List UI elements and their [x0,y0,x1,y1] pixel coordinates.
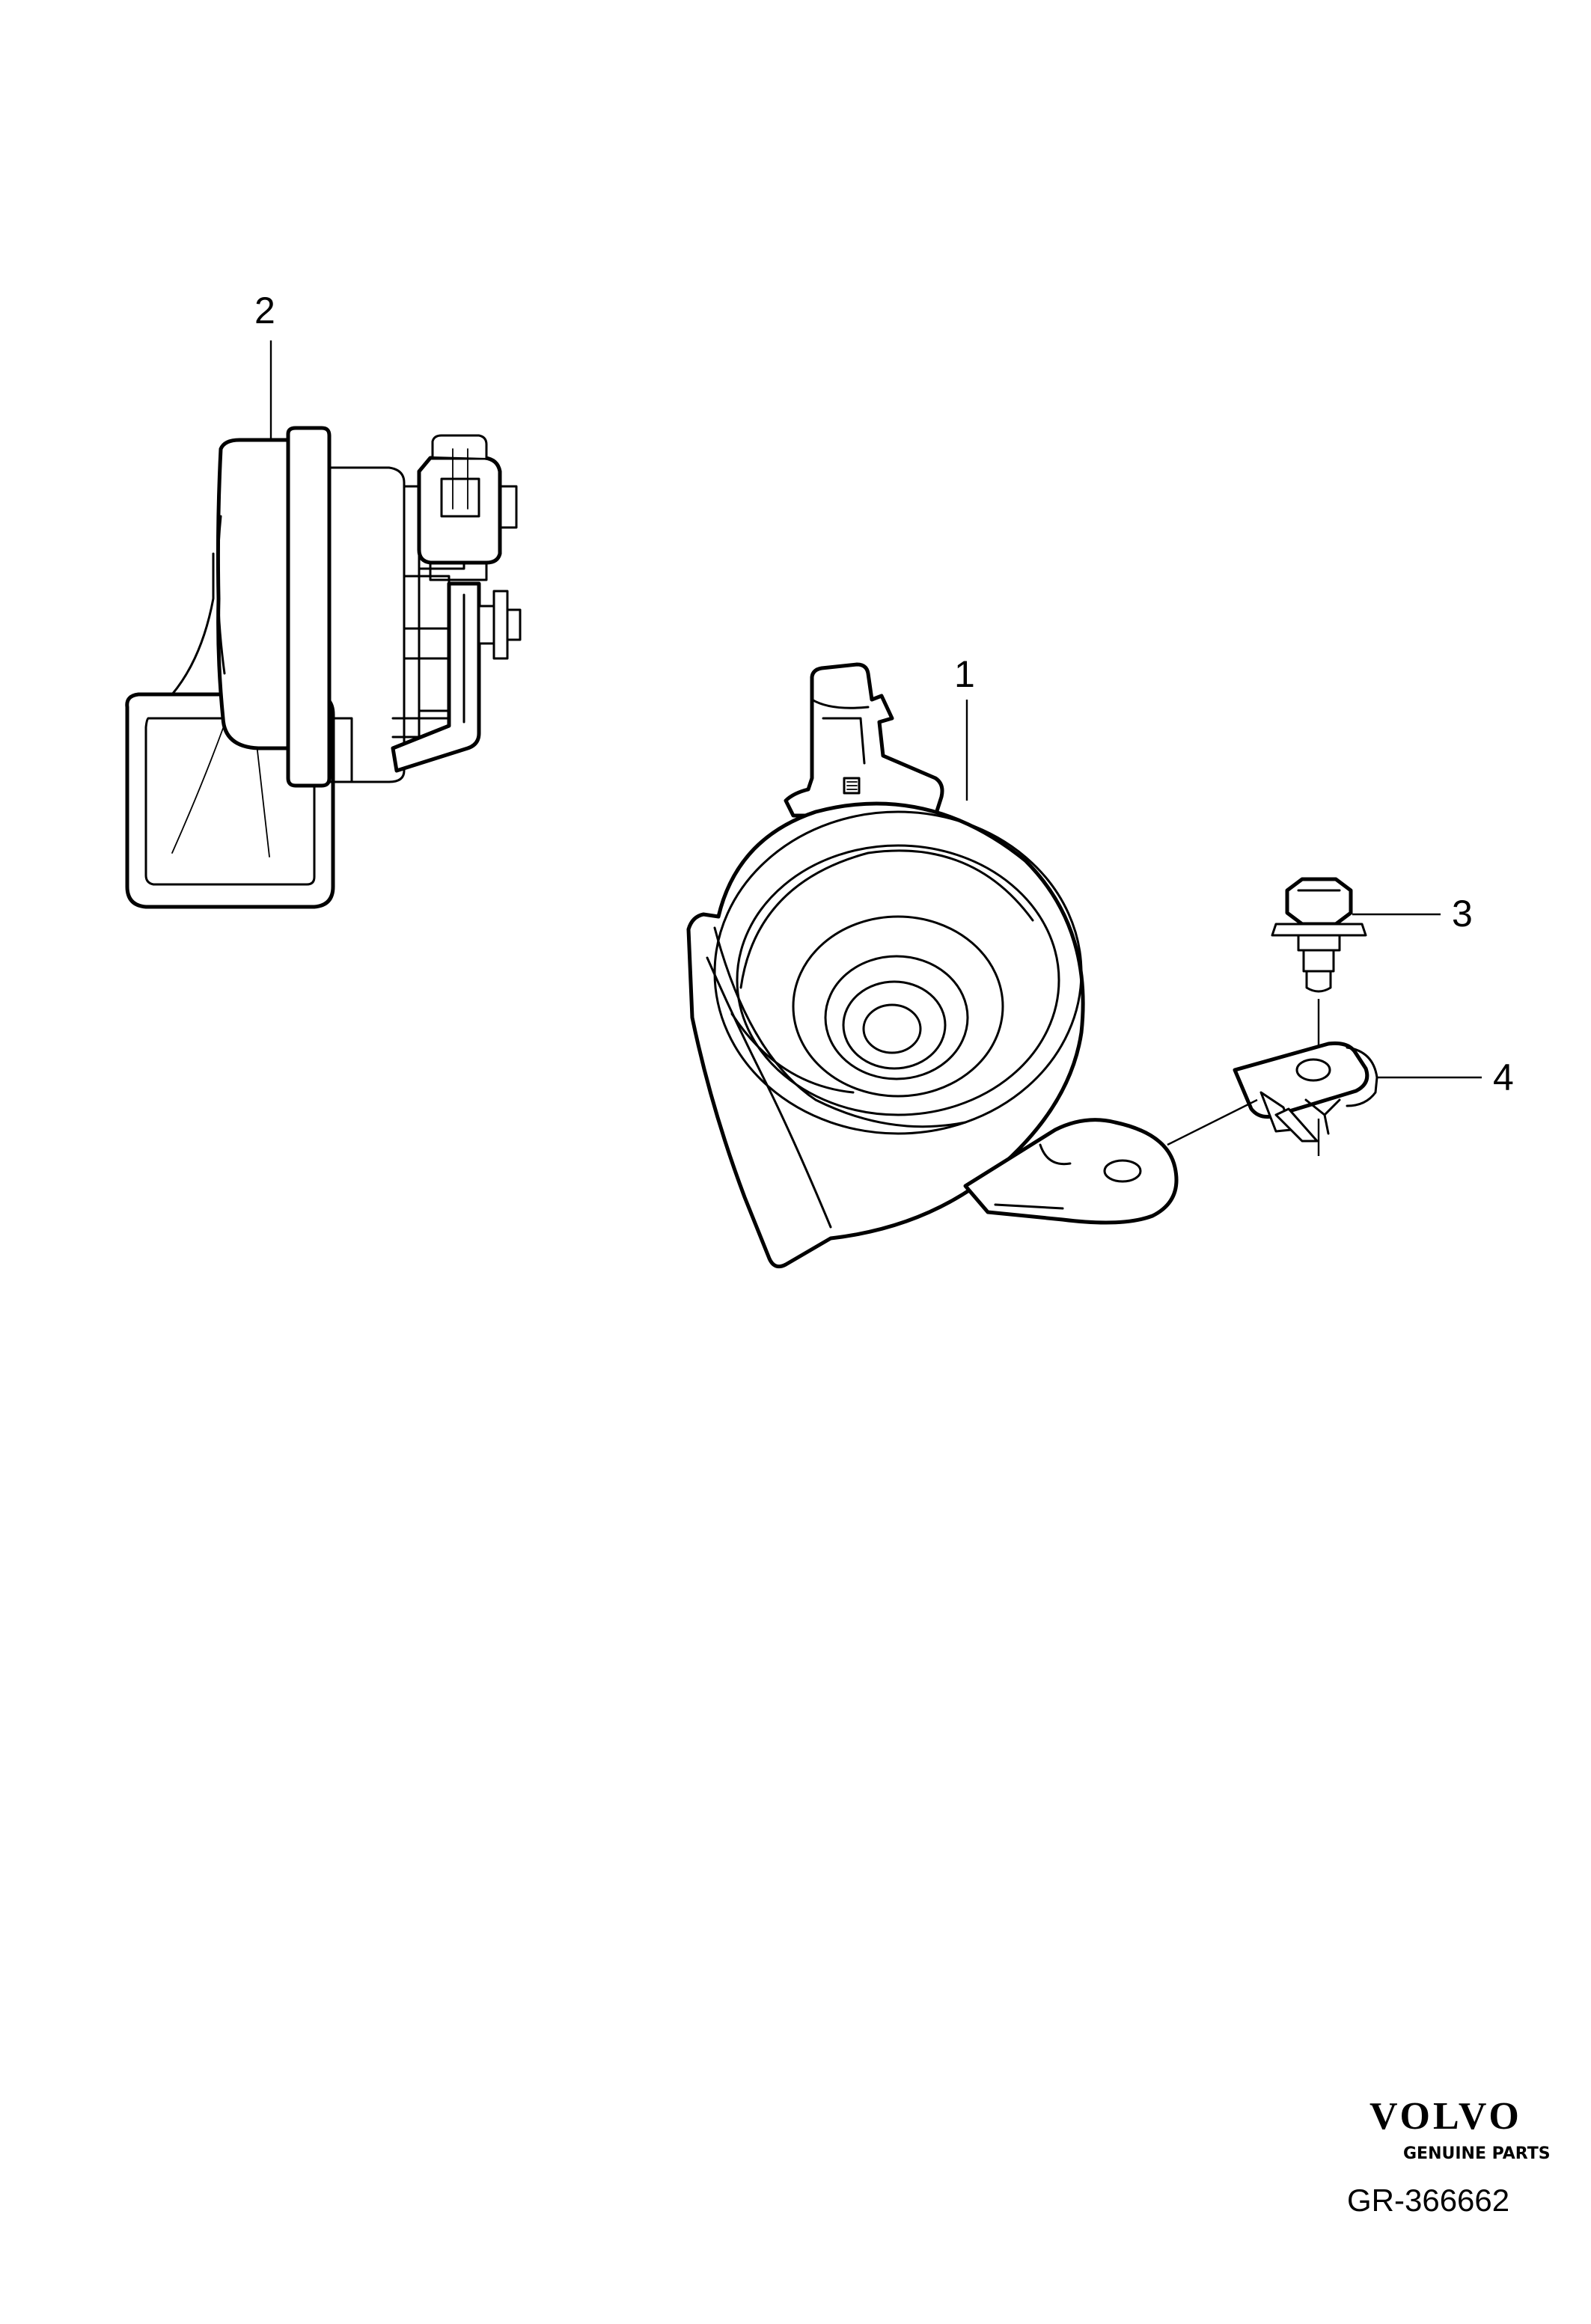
speed-clip-nut [1167,1042,1482,1156]
callout-3: 3 [1452,893,1473,935]
callout-4: 4 [1493,1056,1514,1098]
flanged-bolt [1271,877,1441,1062]
callout-2: 2 [254,290,275,331]
callout-1: 1 [954,653,975,695]
snail-horn-front-view [686,662,1179,1269]
diagram-reference: GR-366662 [1347,2183,1509,2218]
brand-logo: VOLVO [1369,2095,1522,2138]
brand-tagline: GENUINE PARTS [1403,2144,1551,2163]
horn-side-view [125,340,522,909]
